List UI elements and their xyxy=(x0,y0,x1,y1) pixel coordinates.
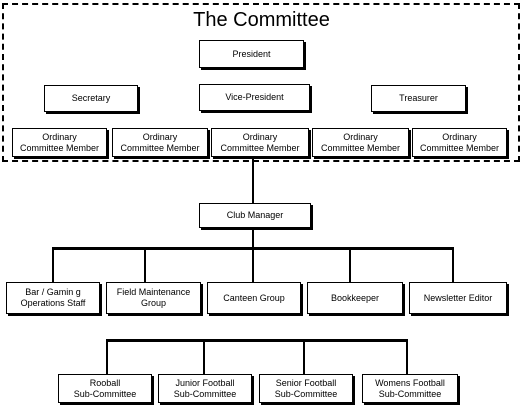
staff-box-bookkeeper: Bookkeeper xyxy=(307,282,403,314)
treasurer-box: Treasurer xyxy=(371,85,466,112)
president-box: President xyxy=(199,40,304,68)
subcommittee-box-womens-football: Womens Football Sub-Committee xyxy=(362,374,458,403)
subcommittee-bus xyxy=(106,339,408,342)
subcommittee-drop-4 xyxy=(406,340,408,376)
subcommittee-box-rooball: Rooball Sub-Committee xyxy=(58,374,152,403)
connector-committee-to-manager xyxy=(252,153,254,203)
club-manager-box: Club Manager xyxy=(199,203,311,228)
staff-box-bar-gaming: Bar / Gamin g Operations Staff xyxy=(6,282,100,314)
subcommittee-drop-3 xyxy=(303,340,305,376)
ordinary-member-box: Ordinary Committee Member xyxy=(312,128,409,157)
committee-boundary xyxy=(2,3,520,162)
secretary-box: Secretary xyxy=(44,85,138,112)
staff-drop-5 xyxy=(452,248,454,282)
ordinary-member-box: Ordinary Committee Member xyxy=(12,128,107,157)
ordinary-member-box: Ordinary Committee Member xyxy=(412,128,507,157)
staff-drop-1 xyxy=(52,248,54,282)
staff-drop-4 xyxy=(349,248,351,282)
staff-box-newsletter-editor: Newsletter Editor xyxy=(409,282,507,314)
vice-president-box: Vice-President xyxy=(199,84,310,111)
ordinary-member-box: Ordinary Committee Member xyxy=(112,128,208,157)
staff-drop-2 xyxy=(144,248,146,282)
committee-title: The Committee xyxy=(193,9,330,31)
subcommittee-drop-1 xyxy=(106,340,108,376)
staff-drop-3 xyxy=(252,248,254,282)
ordinary-member-box: Ordinary Committee Member xyxy=(211,128,309,157)
subcommittee-box-junior-football: Junior Football Sub-Committee xyxy=(158,374,252,403)
staff-box-field-maintenance: Field Maintenance Group xyxy=(106,282,201,314)
connector-manager-down xyxy=(252,228,254,248)
subcommittee-box-senior-football: Senior Football Sub-Committee xyxy=(259,374,353,403)
staff-box-canteen: Canteen Group xyxy=(207,282,301,314)
subcommittee-drop-2 xyxy=(203,340,205,376)
